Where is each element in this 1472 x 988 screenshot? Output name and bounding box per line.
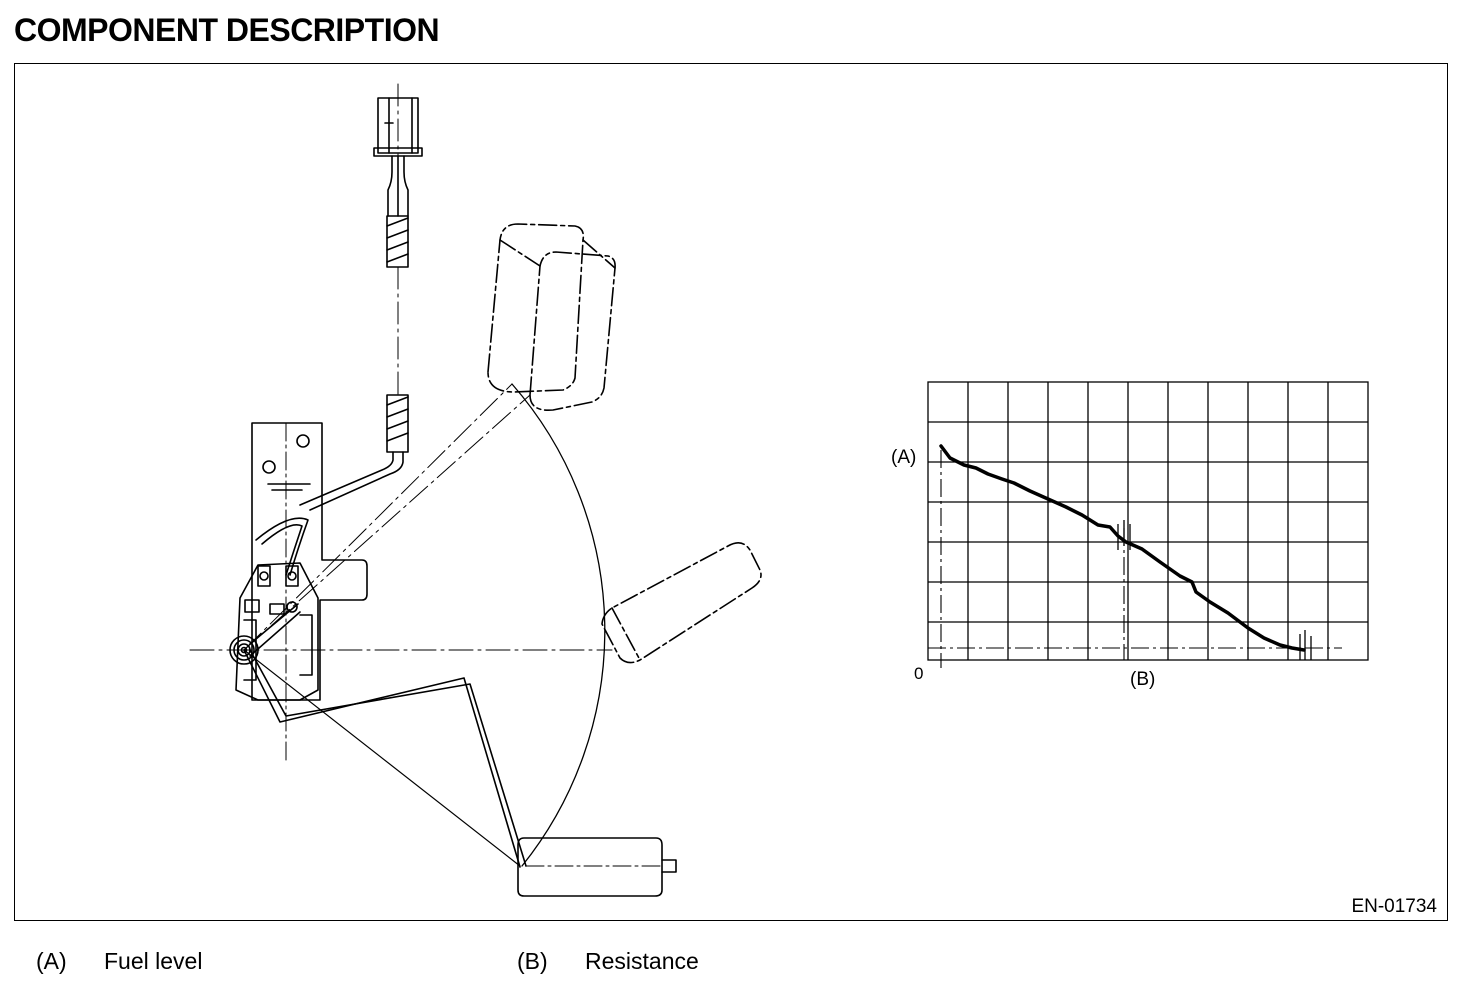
wire-sleeve-lower [386,394,409,453]
float-middle-position [601,542,762,664]
wire-sleeve-upper [386,215,409,268]
legend-item-fuel-level: (A) Fuel level [36,946,202,976]
float-empty-position [517,837,677,897]
legend-item-resistance: (B) Resistance [517,946,699,976]
float-full-position [487,223,616,412]
float-swing-arc [511,383,606,867]
fuel-level-sender-illustration [189,83,762,897]
graph-grid [927,381,1369,661]
figure-frame [14,63,1448,921]
origin-label: 0 [914,664,923,683]
resistance-curve [939,444,1306,652]
legend-label: Fuel level [104,948,203,974]
legend-key: (A) [36,948,67,974]
resistance-graph: (A) (B) 0 [891,381,1369,690]
legend-key: (B) [517,948,548,974]
x-axis-marker: (B) [1130,669,1155,690]
mounting-plate [251,422,368,761]
figure-id: EN-01734 [1351,896,1437,917]
page-title: COMPONENT DESCRIPTION [14,12,440,48]
float-arm [243,649,527,868]
legend-label: Resistance [585,948,699,974]
y-axis-marker: (A) [891,447,916,468]
